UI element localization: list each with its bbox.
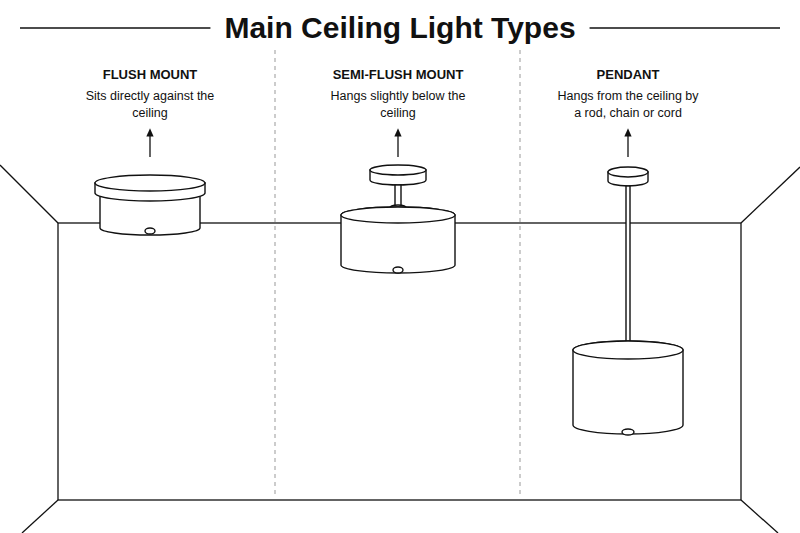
room-outline bbox=[0, 165, 800, 533]
title-rule bbox=[20, 27, 210, 28]
title-rule bbox=[590, 27, 780, 28]
type-heading: SEMI-FLUSH MOUNT bbox=[333, 67, 464, 83]
flush-mount-fixture bbox=[95, 175, 205, 235]
pendant-fixture bbox=[573, 167, 683, 435]
type-heading: FLUSH MOUNT bbox=[103, 67, 198, 83]
type-description: Hangs slightly below the ceiling bbox=[323, 88, 473, 122]
type-heading: PENDANT bbox=[597, 67, 660, 83]
semi-flush-fixture bbox=[341, 165, 455, 273]
type-description: Hangs from the ceiling by a rod, chain o… bbox=[553, 88, 703, 122]
type-description: Sits directly against the ceiling bbox=[75, 88, 225, 122]
leader-arrow bbox=[150, 132, 628, 157]
diagram-title: Main Ceiling Light Types bbox=[224, 10, 575, 46]
column-divider bbox=[275, 50, 520, 497]
